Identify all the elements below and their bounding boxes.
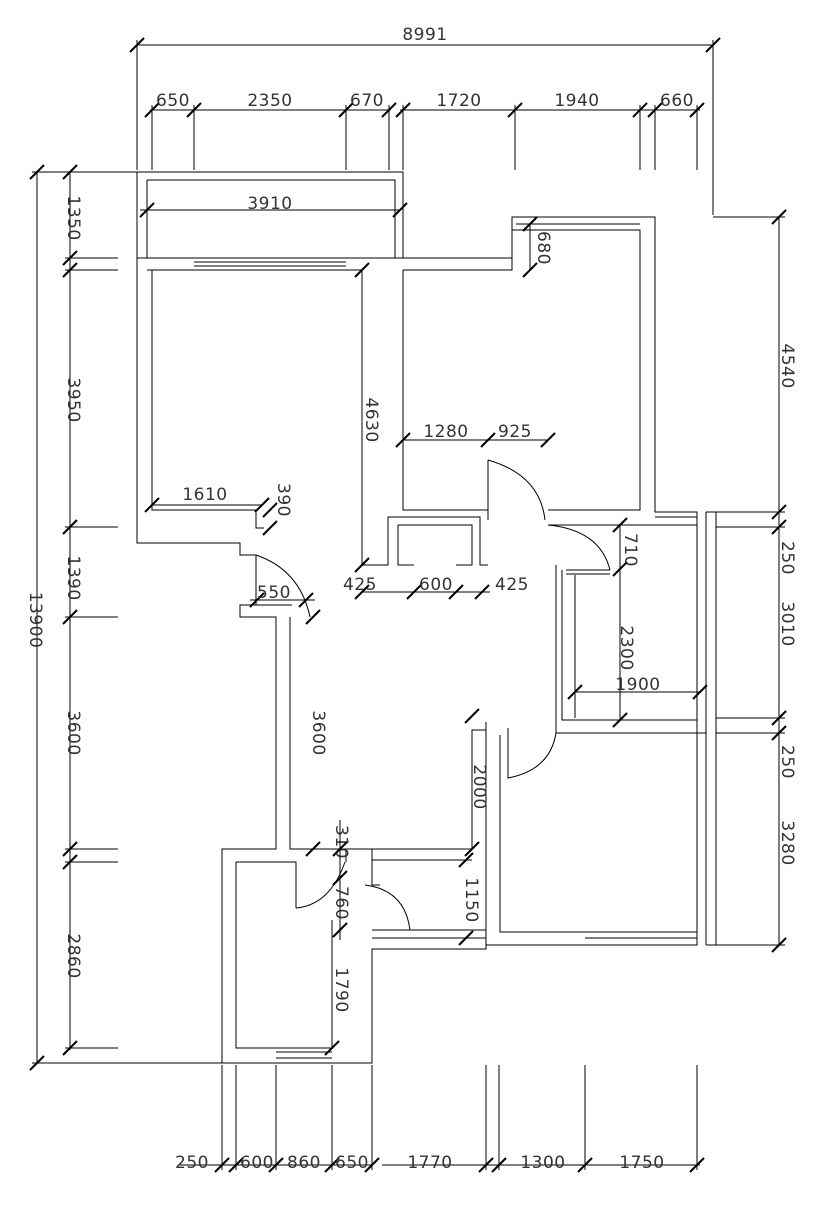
dim-bottom-1770: 1770 bbox=[407, 1153, 452, 1173]
dim-interior-760: 760 bbox=[331, 886, 351, 920]
dim-bottom-250: 250 bbox=[175, 1153, 209, 1173]
dim-top-650: 650 bbox=[156, 91, 190, 111]
dim-bottom-600: 600 bbox=[240, 1153, 274, 1173]
dimension-ticks bbox=[29, 37, 787, 1173]
dim-bottom-1300: 1300 bbox=[520, 1153, 565, 1173]
dim-interior-550: 550 bbox=[257, 583, 291, 603]
dim-interior-2300: 2300 bbox=[616, 625, 636, 670]
dim-overall-width: 8991 bbox=[402, 25, 447, 45]
dim-interior-425b: 425 bbox=[495, 575, 529, 595]
dim-bottom-860: 860 bbox=[287, 1153, 321, 1173]
dim-interior-925: 925 bbox=[498, 422, 532, 442]
dim-left-3600: 3600 bbox=[63, 710, 83, 755]
dim-top-660: 660 bbox=[660, 91, 694, 111]
dim-interior-425a: 425 bbox=[343, 575, 377, 595]
dim-top-2350: 2350 bbox=[247, 91, 292, 111]
dim-top-room-3910: 3910 bbox=[247, 194, 292, 214]
dim-bottom-650: 650 bbox=[335, 1153, 369, 1173]
dim-right-250b: 250 bbox=[777, 745, 797, 779]
dim-interior-2000: 2000 bbox=[469, 764, 489, 809]
dim-left-overall-13900: 13900 bbox=[25, 592, 45, 649]
dim-right-3010: 3010 bbox=[777, 601, 797, 646]
dim-interior-1790: 1790 bbox=[331, 967, 351, 1012]
dim-interior-710: 710 bbox=[620, 533, 640, 567]
dim-left-2860: 2860 bbox=[63, 933, 83, 978]
dim-top-1720: 1720 bbox=[436, 91, 481, 111]
dim-bottom-1750: 1750 bbox=[619, 1153, 664, 1173]
dimension-lines bbox=[32, 40, 785, 1170]
dim-interior-3600: 3600 bbox=[308, 710, 328, 755]
dim-interior-1900: 1900 bbox=[615, 675, 660, 695]
dim-left-1350: 1350 bbox=[63, 195, 83, 240]
dim-top-670: 670 bbox=[350, 91, 384, 111]
dim-left-1390: 1390 bbox=[63, 555, 83, 600]
dim-right-250a: 250 bbox=[777, 541, 797, 575]
dim-right-3280: 3280 bbox=[777, 820, 797, 865]
door-swings bbox=[255, 459, 611, 931]
dim-interior-1610: 1610 bbox=[182, 485, 227, 505]
dim-interior-600: 600 bbox=[419, 575, 453, 595]
walls bbox=[136, 171, 717, 1064]
dimension-labels: 8991 650 2350 670 1720 1940 660 3910 139… bbox=[25, 25, 797, 1173]
dim-right-4540: 4540 bbox=[777, 343, 797, 388]
dim-interior-390: 390 bbox=[273, 483, 293, 517]
dim-interior-310: 310 bbox=[331, 825, 351, 859]
dim-left-3950: 3950 bbox=[63, 377, 83, 422]
dim-interior-4630: 4630 bbox=[361, 397, 381, 442]
dim-interior-1150: 1150 bbox=[461, 877, 481, 922]
dim-interior-1280: 1280 bbox=[423, 422, 468, 442]
dim-interior-680: 680 bbox=[533, 231, 553, 265]
dim-top-1940: 1940 bbox=[554, 91, 599, 111]
